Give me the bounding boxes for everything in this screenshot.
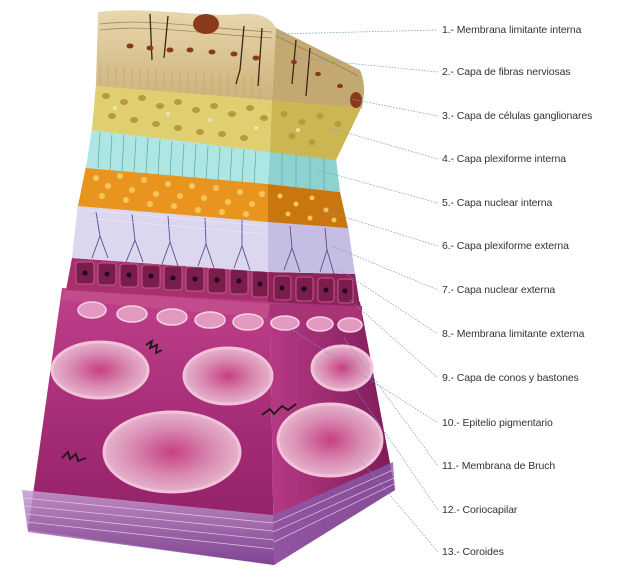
label-9: 9.- Capa de conos y bastones [442,372,579,384]
label-13: 13.- Coroides [442,546,504,558]
choroid-block [22,288,395,565]
label-1: 1.- Membrana limitante interna [442,24,581,36]
label-7: 7.- Capa nuclear externa [442,284,555,296]
label-3: 3.- Capa de células ganglionares [442,110,592,122]
label-11: 11.- Membrana de Bruch [442,460,555,472]
label-2: 2.- Capa de fibras nerviosas [442,66,571,78]
label-6: 6.- Capa plexiforme externa [442,240,569,252]
label-4: 4.- Capa plexiforme interna [442,153,566,165]
label-12: 12.- Coriocapilar [442,504,517,516]
top-cell [193,14,219,34]
label-8: 8.- Membrana limitante externa [442,328,584,340]
label-5: 5.- Capa nuclear interna [442,197,552,209]
label-10: 10.- Epitelio pigmentario [442,417,553,429]
